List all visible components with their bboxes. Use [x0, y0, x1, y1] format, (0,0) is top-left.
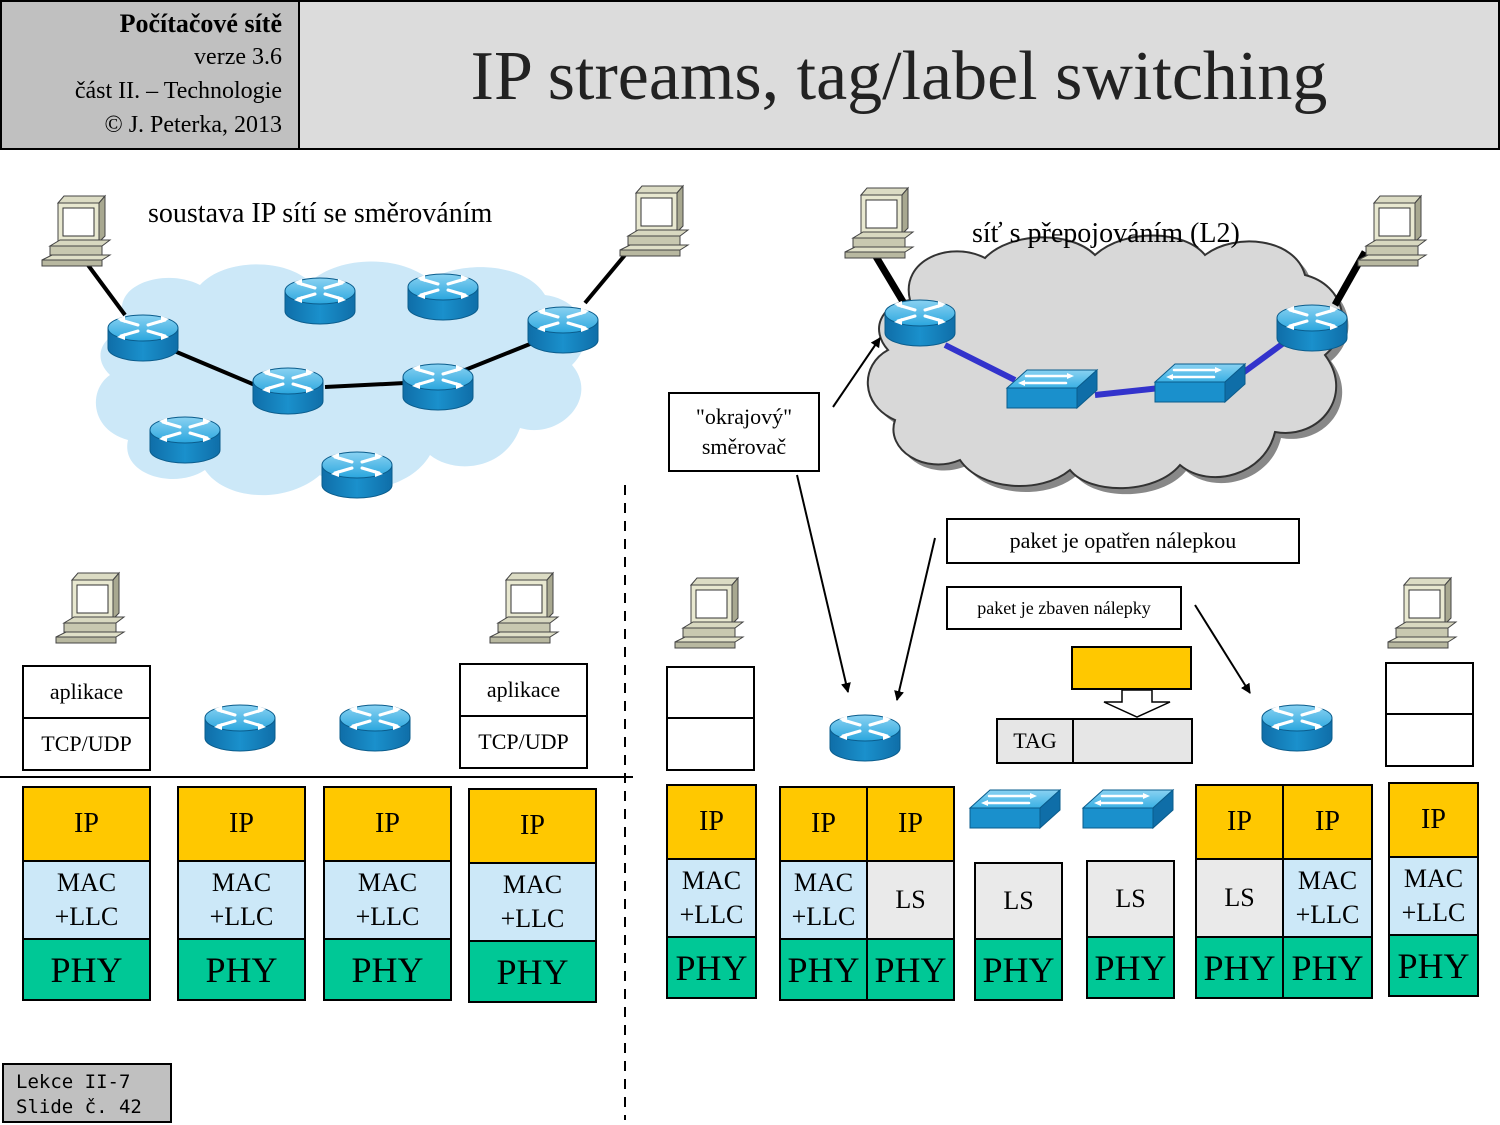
ip-layer: IP — [1388, 782, 1479, 858]
ip-layer: IP — [779, 786, 868, 862]
app-layer-empty — [666, 666, 755, 719]
phy-layer: PHY — [468, 940, 597, 1003]
router-icon — [106, 313, 180, 363]
switch-icon — [968, 788, 1062, 830]
router-icon — [526, 305, 600, 355]
router-icon — [401, 362, 475, 412]
computer-icon — [619, 185, 689, 257]
computer-icon — [674, 577, 744, 649]
router-icon — [251, 366, 325, 416]
edge-router-icon — [883, 298, 957, 348]
app-layer-empty — [1385, 662, 1474, 715]
switch-icon — [1005, 368, 1099, 410]
course-copyright: © J. Peterka, 2013 — [104, 112, 282, 138]
edge-router-note: "okrajový" směrovač — [668, 392, 820, 472]
label-switching-layer: LS — [866, 860, 955, 940]
slide-title: IP streams, tag/label switching — [298, 0, 1500, 150]
ip-layer: IP — [866, 786, 955, 862]
edge-router-icon — [1275, 303, 1349, 353]
phy-layer: PHY — [1282, 936, 1373, 999]
switch-icon — [1081, 788, 1175, 830]
phy-layer: PHY — [323, 938, 452, 1001]
ip-layer: IP — [1195, 784, 1284, 860]
computer-icon — [1357, 195, 1427, 267]
transport-layer: TCP/UDP — [459, 715, 588, 769]
course-version: verze 3.6 — [194, 44, 282, 70]
mac-llc-layer: MAC +LLC — [177, 860, 306, 940]
switch-icon — [1153, 362, 1247, 404]
mac-llc-layer: MAC +LLC — [323, 860, 452, 940]
transport-layer-empty — [666, 717, 755, 771]
header-info: Počítačové sítě verze 3.6 část II. – Tec… — [0, 0, 300, 150]
phy-layer: PHY — [1388, 934, 1479, 997]
mac-llc-layer: MAC +LLC — [22, 860, 151, 940]
transport-layer-empty — [1385, 713, 1474, 767]
ip-layer: IP — [323, 786, 452, 862]
router-icon — [203, 703, 277, 753]
computer-icon — [1387, 577, 1457, 649]
slide-badge: Lekce II-7 Slide č. 42 — [2, 1063, 172, 1123]
phy-layer: PHY — [1195, 936, 1284, 999]
slide-number: Slide č. 42 — [16, 1096, 142, 1118]
ip-layer: IP — [1282, 784, 1373, 860]
tagged-payload — [1072, 718, 1193, 764]
transport-layer: TCP/UDP — [22, 717, 151, 771]
phy-layer: PHY — [974, 938, 1063, 1001]
router-icon — [406, 272, 480, 322]
label-switching-layer: LS — [974, 862, 1063, 940]
edge-router-icon — [828, 713, 902, 763]
app-layer: aplikace — [22, 665, 151, 719]
computer-icon — [844, 187, 914, 259]
app-layer: aplikace — [459, 663, 588, 717]
mac-llc-layer: MAC +LLC — [779, 860, 868, 940]
right-links — [871, 250, 1369, 398]
label-switching-layer: LS — [1086, 860, 1175, 938]
mac-llc-layer: MAC +LLC — [1282, 858, 1373, 938]
packet-payload — [1071, 646, 1192, 690]
edge-router-icon — [1260, 703, 1334, 753]
packet-tagged-note: paket je opatřen nálepkou — [946, 518, 1300, 564]
router-icon — [320, 450, 394, 500]
phy-layer: PHY — [22, 938, 151, 1001]
ip-layer: IP — [468, 788, 597, 864]
router-icon — [148, 415, 222, 465]
computer-icon — [55, 572, 125, 644]
phy-layer: PHY — [666, 936, 757, 999]
course-part: část II. – Technologie — [74, 78, 282, 104]
ip-layer: IP — [666, 784, 757, 860]
label-switching-layer: LS — [1195, 858, 1284, 938]
mac-llc-layer: MAC +LLC — [1388, 856, 1479, 936]
phy-layer: PHY — [866, 938, 955, 1001]
right-network-caption: síť s přepojováním (L2) — [972, 218, 1240, 249]
router-icon — [283, 276, 357, 326]
left-network-caption: soustava IP sítí se směrováním — [148, 198, 493, 229]
right-l2-cloud — [866, 234, 1349, 495]
phy-layer: PHY — [779, 938, 868, 1001]
phy-layer: PHY — [177, 938, 306, 1001]
course-name: Počítačové sítě — [119, 9, 282, 38]
annotation-arrows — [796, 337, 1251, 701]
mac-llc-layer: MAC +LLC — [468, 862, 597, 942]
phy-layer: PHY — [1086, 936, 1175, 999]
packet-untagged-note: paket je zbaven nálepky — [946, 586, 1182, 630]
computer-icon — [489, 572, 559, 644]
tag-label: TAG — [996, 718, 1074, 764]
ip-layer: IP — [22, 786, 151, 862]
ip-layer: IP — [177, 786, 306, 862]
tag-insert-arrow — [1103, 689, 1171, 718]
computer-icon — [41, 195, 111, 267]
router-icon — [338, 703, 412, 753]
lecture-number: Lekce II-7 — [16, 1071, 131, 1093]
mac-llc-layer: MAC +LLC — [666, 858, 757, 938]
